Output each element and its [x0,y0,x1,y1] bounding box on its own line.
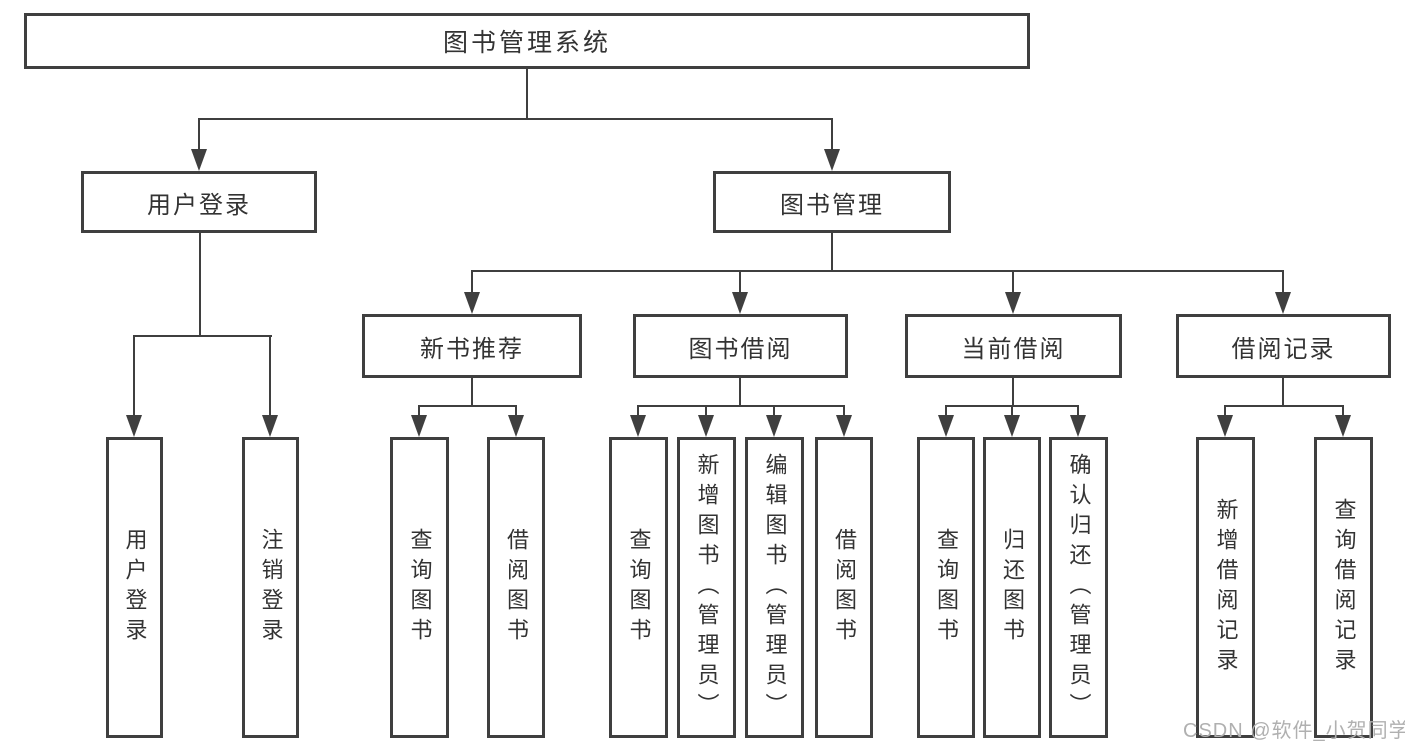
node-label: 用户登录 [122,527,148,648]
connector-line [198,118,200,149]
connector-line [1282,270,1284,292]
arrow-down-icon [1275,292,1291,314]
connector-line [515,405,517,415]
arrow-down-icon [191,149,207,171]
connector-line [1012,378,1014,405]
connector-line [1011,405,1013,415]
node-current-query-books: 查询图书 [917,437,975,738]
connector-line [831,118,833,149]
node-logout: 注销登录 [242,437,299,738]
connector-line [739,378,741,405]
arrow-down-icon [698,415,714,437]
node-label: 当前借阅 [961,335,1066,363]
arrow-down-icon [126,415,142,437]
connector-line [198,118,833,120]
connector-line [418,405,517,407]
connector-line [1224,405,1344,407]
node-current-borrowing: 当前借阅 [905,314,1122,378]
connector-line [1224,405,1226,415]
node-label: 查询图书 [626,527,652,648]
arrow-down-icon [411,415,427,437]
node-label: 图书管理系统 [442,29,611,57]
connector-line [637,405,639,415]
connector-line [269,335,271,415]
node-label: 借阅图书 [832,527,857,648]
arrow-down-icon [262,415,278,437]
node-label: 新增图书（管理员） [694,452,720,723]
node-label: 用户登录 [147,191,251,219]
node-current-confirm-return-admin: 确认归还（管理员） [1049,437,1108,738]
node-records-add-record: 新增借阅记录 [1196,437,1255,738]
node-new-book-recommendation: 新书推荐 [362,314,582,378]
arrow-down-icon [938,415,954,437]
connector-line [1077,405,1079,415]
node-borrow-edit-books-admin: 编辑图书（管理员） [745,437,804,738]
node-records-query-record: 查询借阅记录 [1314,437,1373,738]
node-label: 图书借阅 [688,335,793,363]
node-label: 查询图书 [407,527,433,648]
connector-line [945,405,947,415]
node-book-management: 图书管理 [713,171,951,233]
connector-line [705,405,707,415]
node-label: 借阅图书 [504,527,529,648]
connector-line [133,335,135,415]
node-borrow-borrow-books: 借阅图书 [815,437,873,738]
arrow-down-icon [836,415,852,437]
node-label: 归还图书 [1000,527,1025,648]
arrow-down-icon [1070,415,1086,437]
node-label: 确认归还（管理员） [1066,452,1092,723]
arrow-down-icon [732,292,748,314]
node-label: 借阅记录 [1231,335,1336,363]
node-book-borrowing: 图书借阅 [633,314,848,378]
arrow-down-icon [824,149,840,171]
arrow-down-icon [1335,415,1351,437]
node-borrow-query-books: 查询图书 [609,437,668,738]
node-newrec-borrow-books: 借阅图书 [487,437,545,738]
node-label: 图书管理 [780,191,884,219]
connector-line [773,405,775,415]
node-label: 注销登录 [258,527,284,648]
node-label: 编辑图书（管理员） [762,452,788,723]
connector-line [831,233,833,270]
node-label: 新书推荐 [420,335,524,363]
node-label: 查询借阅记录 [1331,497,1357,678]
connector-line [471,270,1284,272]
node-user-login-leaf: 用户登录 [106,437,163,738]
node-newrec-query-books: 查询图书 [390,437,449,738]
arrow-down-icon [766,415,782,437]
connector-line [133,335,272,337]
arrow-down-icon [1005,292,1021,314]
arrow-down-icon [1217,415,1233,437]
connector-line [471,378,473,405]
connector-line [843,405,845,415]
connector-line [199,233,201,335]
connector-line [1282,378,1284,405]
node-borrow-add-books-admin: 新增图书（管理员） [677,437,736,738]
watermark: CSDN @软件_小贺同学 [1183,720,1405,742]
node-user-login-branch: 用户登录 [81,171,317,233]
arrow-down-icon [508,415,524,437]
arrow-down-icon [630,415,646,437]
arrow-down-icon [464,292,480,314]
connector-line [471,270,473,292]
node-label: 查询图书 [934,527,959,648]
node-library-system: 图书管理系统 [24,13,1030,69]
connector-line [637,405,845,407]
arrow-down-icon [1004,415,1020,437]
connector-line [526,69,528,118]
node-label: 新增借阅记录 [1213,497,1239,678]
connector-line [739,270,741,292]
connector-line [418,405,420,415]
connector-line [1342,405,1344,415]
node-current-return-books: 归还图书 [983,437,1041,738]
connector-line [1012,270,1014,292]
node-borrowing-records: 借阅记录 [1176,314,1391,378]
